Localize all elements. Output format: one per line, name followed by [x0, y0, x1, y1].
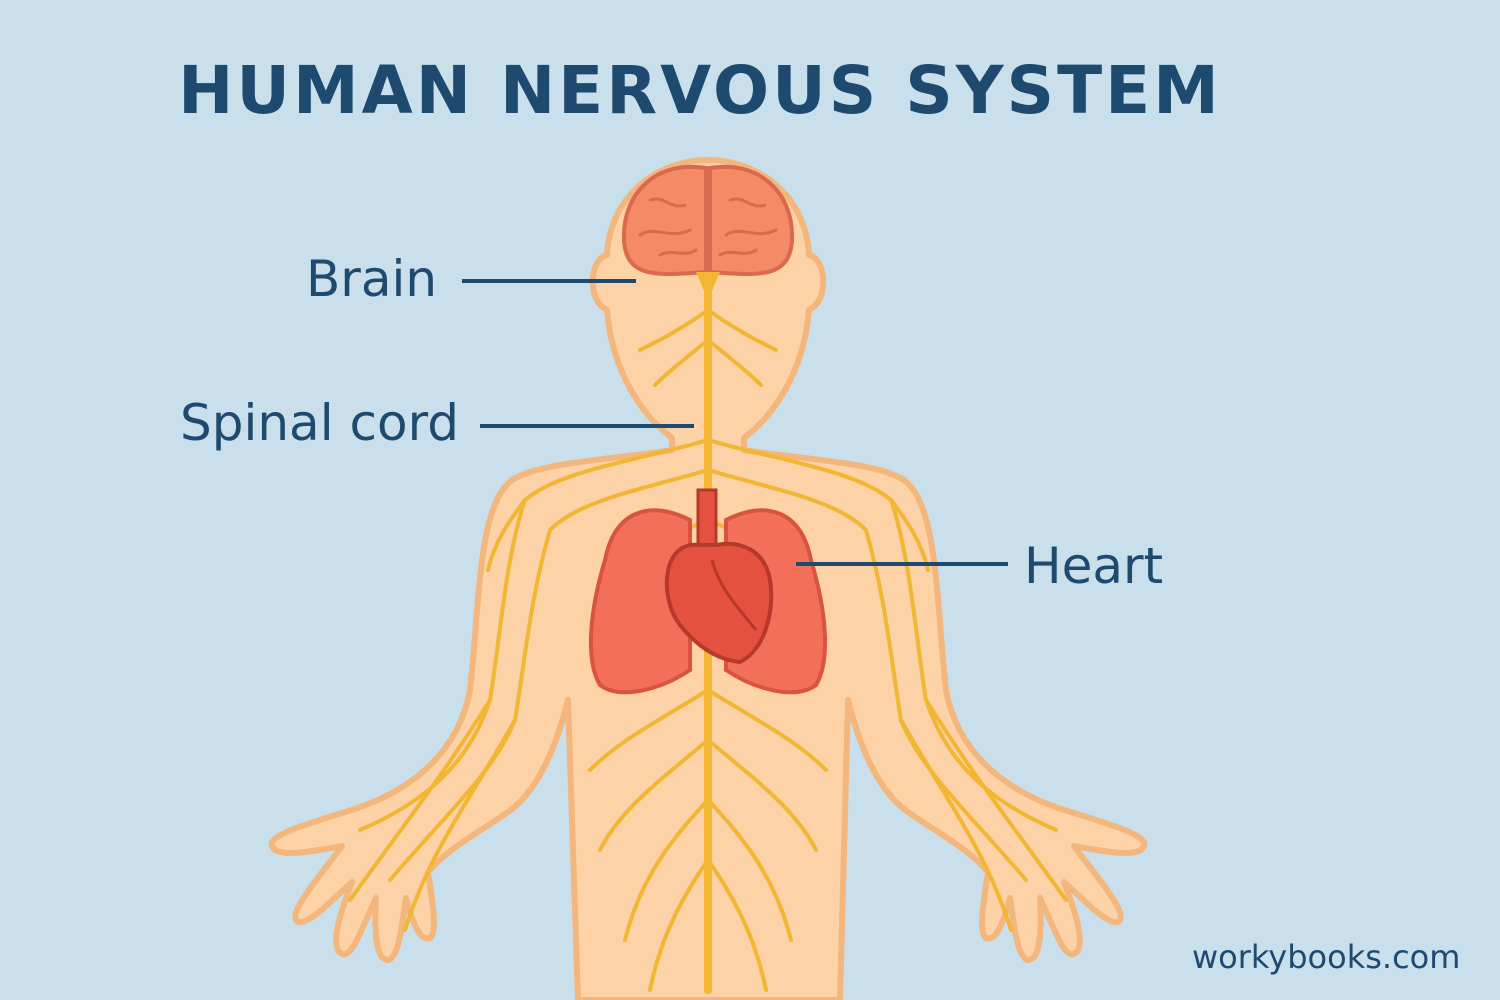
nerve-branch — [706, 688, 828, 772]
brain-stem — [696, 272, 720, 300]
nerve-arm-right — [924, 698, 1068, 902]
nerve-arm-left — [348, 698, 492, 902]
nerve-branch — [623, 798, 710, 942]
nerve-branch — [889, 498, 930, 572]
heart-label: Heart — [1024, 537, 1164, 595]
nerve-branch — [706, 798, 793, 942]
diagram-title: HUMAN NERVOUS SYSTEM — [178, 52, 1222, 129]
aorta — [696, 488, 718, 547]
nerve-branch — [706, 858, 768, 992]
nerve-branch — [706, 738, 818, 852]
nerve-branch — [638, 308, 710, 352]
brain-left-hemisphere — [621, 164, 708, 276]
left-lung — [588, 508, 692, 695]
nerve-arm-left — [358, 438, 710, 832]
spinal-cord-label: Spinal cord — [180, 394, 459, 452]
nerve-arm-left — [388, 468, 710, 882]
nerve-branch — [648, 858, 710, 992]
brain-label: Brain — [306, 250, 438, 308]
brain-organ — [621, 164, 795, 300]
nerve-arm-right — [899, 718, 1013, 932]
nerve-branch — [598, 738, 710, 852]
nerve-arm-left — [403, 718, 517, 932]
heart-shape — [664, 541, 774, 665]
nerve-arm-right — [706, 438, 1058, 832]
heart-organ — [664, 488, 774, 665]
nerve-arm-right — [706, 468, 1028, 882]
nerve-branch — [706, 308, 778, 352]
heart-vessel — [710, 559, 758, 631]
site-credit: workybooks.com — [1192, 938, 1461, 976]
nerve-branch — [706, 338, 763, 387]
leader-lines — [462, 279, 1008, 566]
nerve-branch — [653, 338, 710, 387]
brain-right-hemisphere — [708, 164, 795, 276]
nerve-branch — [588, 688, 710, 772]
brain-folds — [638, 197, 778, 257]
nerve-branch — [486, 498, 527, 572]
